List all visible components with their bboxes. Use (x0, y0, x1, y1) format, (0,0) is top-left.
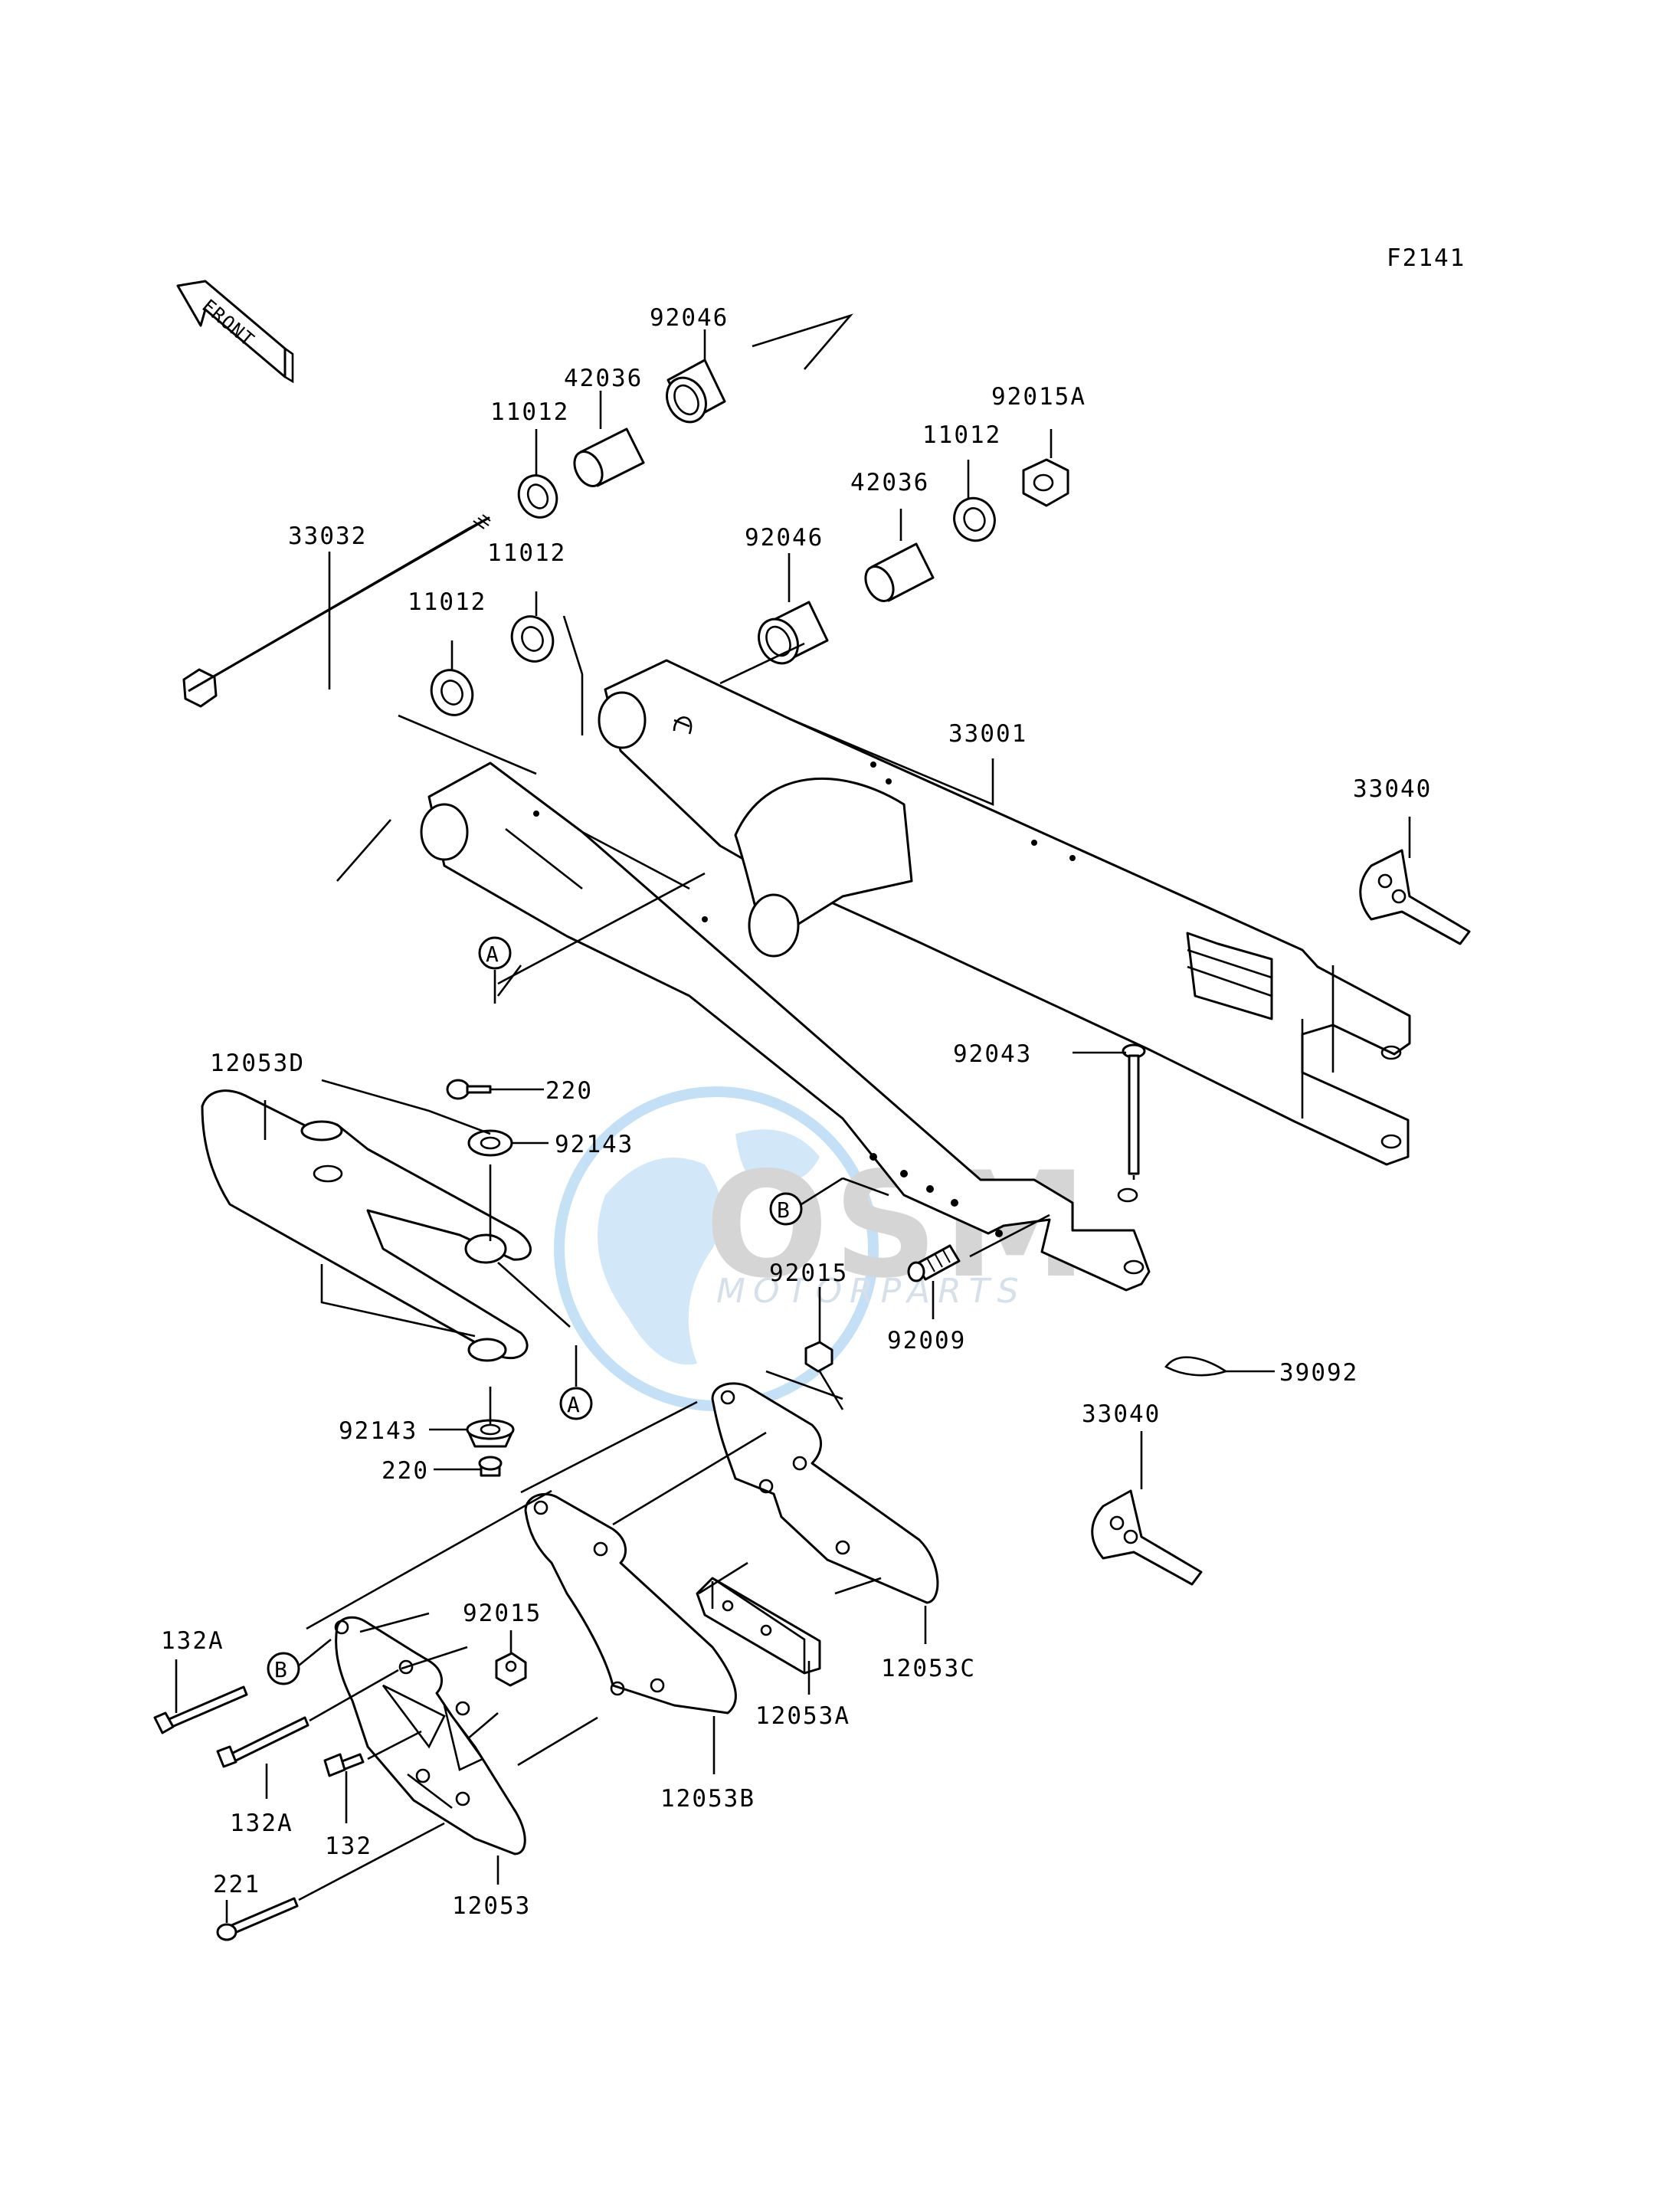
adjuster-33040-upper (1359, 849, 1471, 945)
part-label-33001: 33001 (948, 720, 1027, 748)
bolt-92009 (907, 1244, 961, 1282)
watermark-tagline: MOTORPARTS (716, 1272, 1027, 1311)
diagram-code: F2141 (1387, 244, 1465, 272)
swing-arm-parts (153, 359, 1471, 1941)
callout-b-lower: B (267, 1638, 332, 1685)
part-label-132A: 132A (161, 1627, 224, 1655)
collar-42036-right (864, 542, 935, 602)
part-label-11012: 11012 (408, 588, 486, 616)
part-label-92015: 92015 (769, 1259, 848, 1287)
part-label-12053D: 12053D (210, 1050, 305, 1077)
bolt-132A-lower (216, 1716, 309, 1768)
part-label-132: 132 (325, 1833, 372, 1860)
part-labels: 92046 42036 11012 92015A 11012 42036 330… (161, 304, 1432, 1920)
seal-11012-left (430, 669, 474, 716)
bolt-221 (216, 1897, 299, 1941)
part-label-92143: 92143 (555, 1131, 634, 1158)
guide-plate-12053B (524, 1492, 737, 1715)
part-label-92043: 92043 (953, 1040, 1032, 1068)
bushing-92046-upper (666, 359, 726, 424)
adjuster-33040-lower (1091, 1489, 1203, 1586)
part-label-92143: 92143 (339, 1417, 418, 1445)
part-label-39092: 39092 (1279, 1359, 1358, 1387)
part-label-11012: 11012 (490, 398, 569, 426)
part-label-12053C: 12053C (881, 1655, 976, 1682)
part-label-220: 220 (382, 1457, 429, 1485)
bushing-92046-lower (758, 601, 829, 665)
chain-guide-12053D (201, 1089, 532, 1362)
front-arrow-icon: FRONT (176, 280, 294, 384)
callout-a-lower: A (559, 1345, 593, 1420)
part-label-220: 220 (545, 1077, 593, 1105)
svg-text:B: B (777, 1197, 791, 1223)
part-label-92046: 92046 (650, 304, 729, 332)
screw-220-upper (446, 1079, 492, 1100)
svg-text:B: B (274, 1657, 289, 1682)
part-label-33040: 33040 (1353, 775, 1432, 803)
collar-42036-upper (573, 427, 645, 487)
seal-11012-right (953, 496, 996, 542)
bolt-132A-upper (153, 1685, 248, 1734)
swing-arm-33001 (420, 659, 1411, 1292)
collar-92143-upper (467, 1129, 513, 1157)
part-label-11012: 11012 (487, 539, 566, 567)
part-label-11012: 11012 (922, 421, 1001, 449)
nut-92015-lower (495, 1652, 527, 1687)
pivot-shaft (182, 514, 491, 708)
part-label-92046: 92046 (745, 524, 824, 552)
nut-92015A (1022, 458, 1069, 507)
screw-220-lower (478, 1456, 503, 1477)
callout-b-upper: B (769, 1177, 843, 1226)
part-label-92015: 92015 (463, 1600, 542, 1627)
leader-lines (175, 313, 1411, 1923)
guide-plate-12053 (334, 1616, 526, 1855)
part-label-33040: 33040 (1082, 1400, 1161, 1428)
bolt-132 (323, 1753, 365, 1777)
part-label-42036: 42036 (564, 365, 643, 392)
seal-11012-mid (510, 615, 555, 663)
part-label-33032: 33032 (288, 522, 367, 550)
part-label-12053B: 12053B (660, 1785, 755, 1813)
svg-text:A: A (567, 1392, 581, 1417)
seal-11012-upper (517, 474, 558, 519)
svg-text:A: A (486, 942, 500, 967)
callout-a-upper: A (478, 936, 512, 1004)
part-label-92015A: 92015A (991, 383, 1086, 411)
part-label-42036: 42036 (850, 469, 929, 496)
clip-39092 (1164, 1356, 1228, 1377)
slider-12053A (696, 1577, 821, 1675)
nut-92015-upper (804, 1341, 833, 1373)
guide-plate-12053C (711, 1382, 939, 1604)
part-label-221: 221 (213, 1871, 260, 1898)
part-label-12053: 12053 (452, 1892, 531, 1920)
pin-92043 (1122, 1043, 1146, 1175)
part-label-12053A: 12053A (755, 1702, 850, 1730)
part-label-92009: 92009 (887, 1327, 966, 1354)
part-label-132A: 132A (230, 1810, 293, 1837)
